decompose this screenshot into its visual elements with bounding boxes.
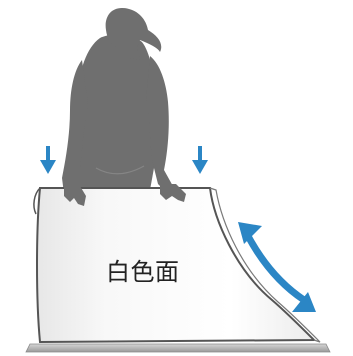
down-arrow-icon	[192, 146, 208, 174]
panel-label: 白色面	[106, 252, 180, 287]
down-arrow-icon	[40, 146, 56, 174]
person-silhouette-icon	[62, 8, 184, 206]
